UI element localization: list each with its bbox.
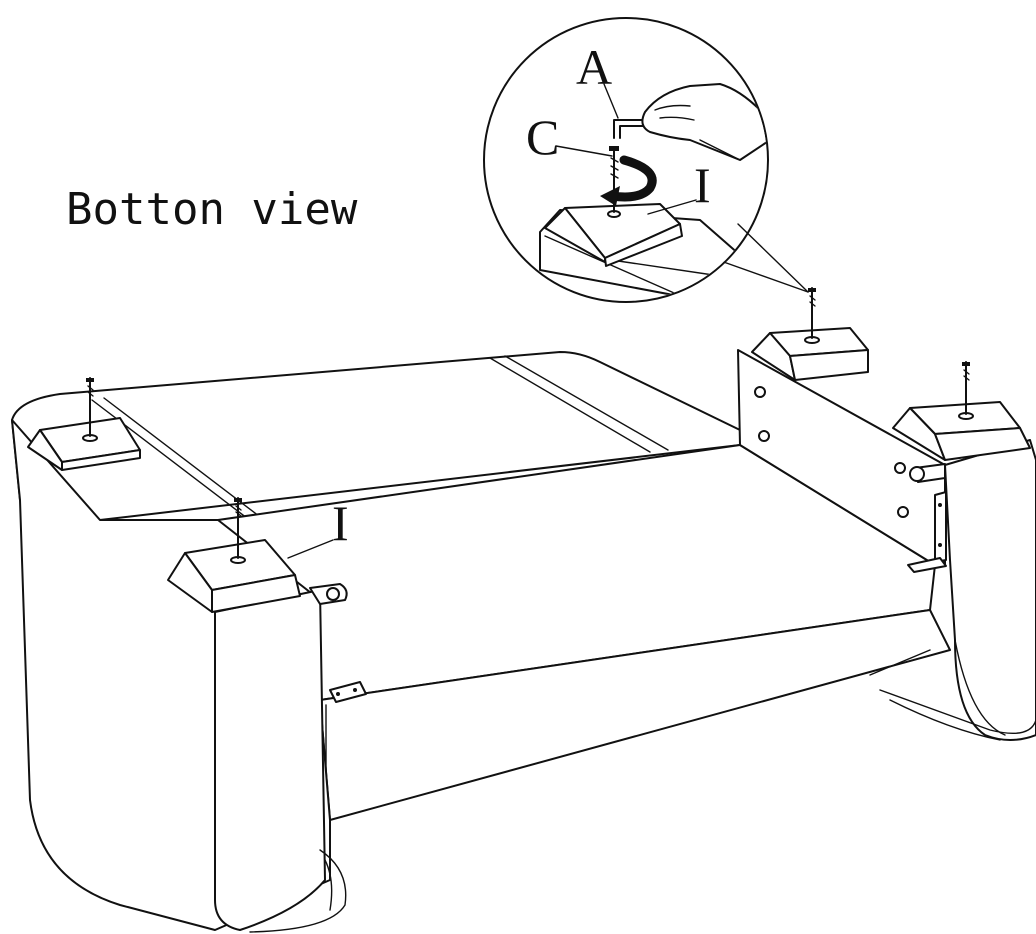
foot-front-right	[892, 401, 1031, 461]
sofa-body	[11, 349, 1036, 933]
hinge	[309, 583, 348, 605]
leader-line-i	[287, 539, 334, 559]
hinge	[909, 463, 946, 483]
callout-a: A	[576, 39, 612, 95]
corner-bracket	[907, 491, 947, 573]
foot-back-right	[751, 327, 869, 381]
corner-bracket	[329, 681, 367, 703]
bolt	[962, 361, 970, 415]
leader-line-c	[555, 145, 613, 157]
callout-i-main: I	[332, 495, 349, 551]
leader-line-a	[603, 83, 619, 119]
callout-c: C	[526, 109, 559, 165]
foot-back-left	[27, 417, 141, 471]
bolt	[808, 287, 816, 339]
diagram-title: Botton view	[66, 184, 358, 235]
bolt	[234, 497, 242, 559]
leader-line-i-detail	[647, 199, 697, 215]
callout-i-detail: I	[694, 157, 711, 213]
bolt	[86, 377, 94, 437]
